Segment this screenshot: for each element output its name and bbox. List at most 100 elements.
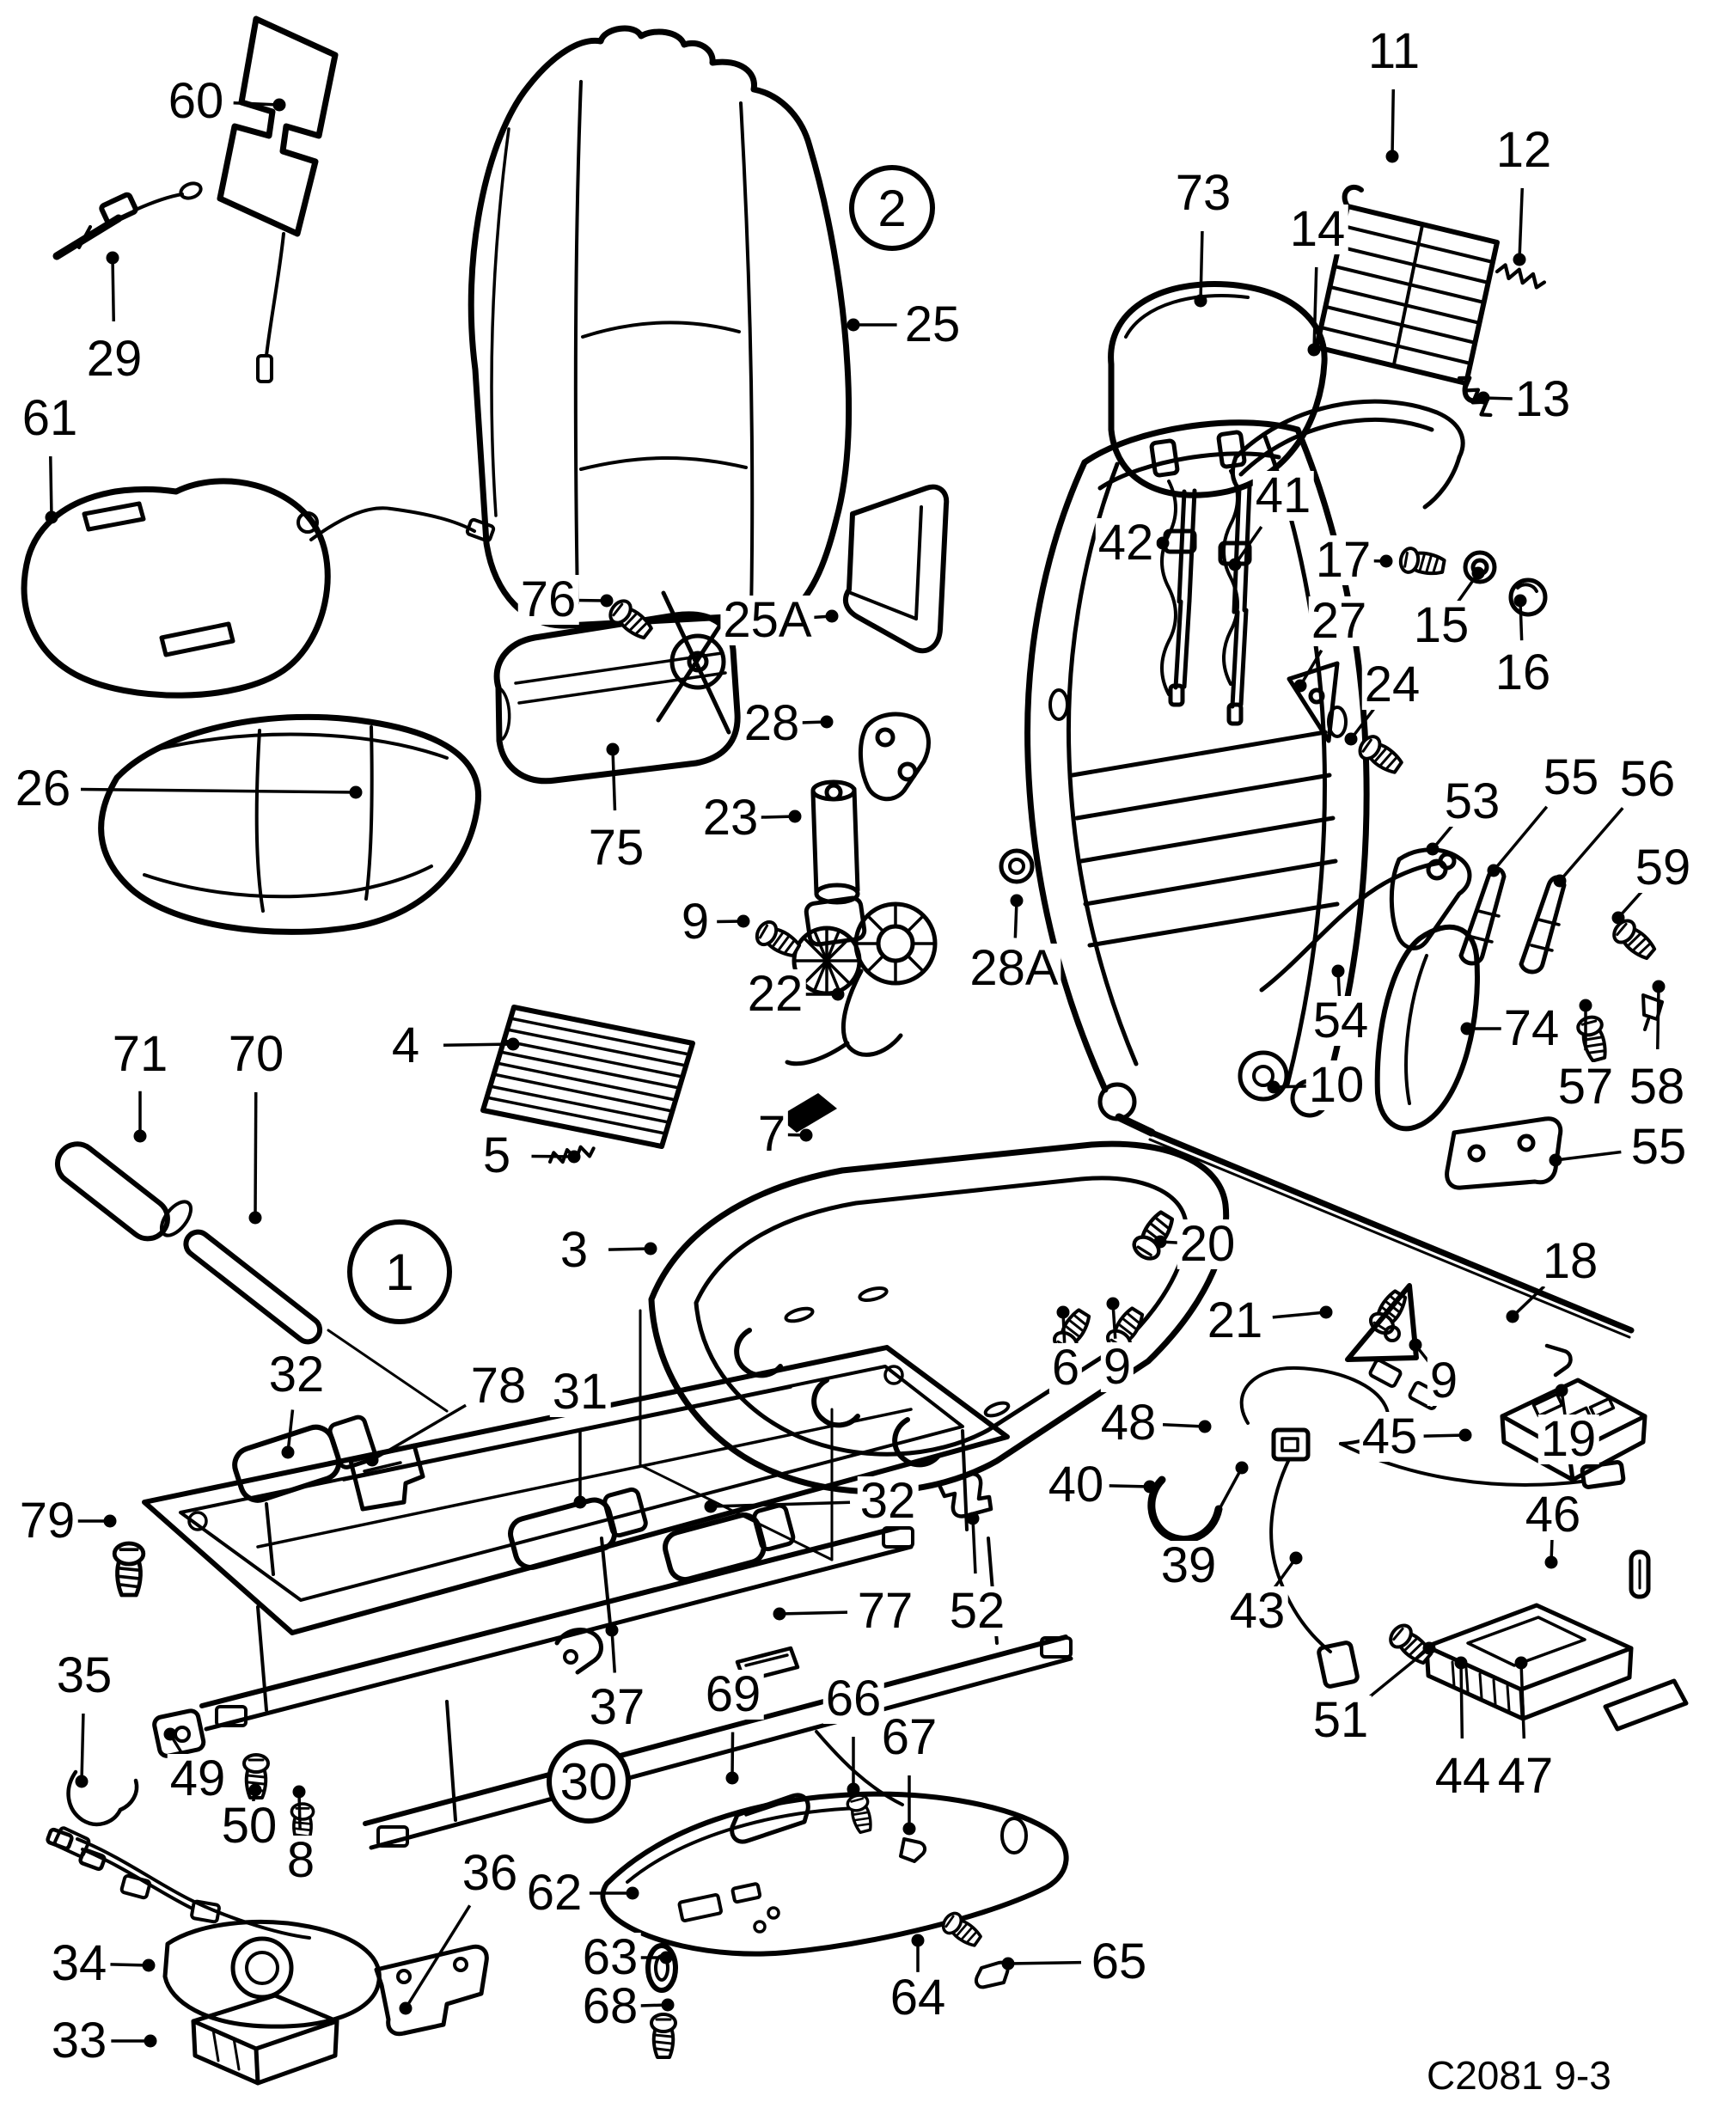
callout-dot-36-62 bbox=[399, 2001, 413, 2015]
part-bracket-55b bbox=[1445, 1116, 1563, 1190]
part-heater-cable bbox=[52, 181, 203, 260]
callout-leader-12-6 bbox=[1518, 187, 1525, 260]
part-armrest bbox=[493, 611, 741, 785]
callout-dot-13-8 bbox=[1476, 391, 1490, 405]
callout-dot-31-67 bbox=[573, 1495, 587, 1509]
part-cap-16 bbox=[1508, 577, 1548, 617]
part-cushion-heater-element bbox=[480, 1005, 695, 1149]
callout-leader-78-66 bbox=[371, 1403, 467, 1462]
callout-leader-55-46 bbox=[1555, 1150, 1622, 1162]
callout-leader-47-56 bbox=[1519, 1662, 1526, 1739]
callout-dot-78-66 bbox=[365, 1453, 379, 1467]
callout-leader-60-0 bbox=[233, 101, 280, 107]
part-seat-harness bbox=[1239, 1359, 1626, 1689]
callout-dot-75-20 bbox=[606, 742, 620, 756]
part-foam-block bbox=[842, 484, 950, 654]
callout-dot-51-54 bbox=[1422, 1641, 1436, 1655]
callout-dot-58-45 bbox=[1652, 980, 1666, 993]
callout-dot-77-69 bbox=[773, 1607, 786, 1621]
callout-dot-29-1 bbox=[106, 251, 119, 265]
callout-dot-73-4 bbox=[1194, 294, 1207, 308]
callout-dot-28A-23 bbox=[1010, 894, 1024, 907]
callout-dot-55-39 bbox=[1487, 864, 1501, 877]
callout-dot-64-78 bbox=[911, 1934, 925, 1947]
callout-dot-53-38 bbox=[1426, 842, 1440, 856]
part-bumper-7 bbox=[778, 1093, 837, 1133]
callout-dot-33-64 bbox=[144, 2034, 157, 2048]
callout-dot-32-65 bbox=[281, 1445, 295, 1459]
part-recliner-cover bbox=[785, 901, 938, 1066]
callout-dot-39-49 bbox=[1235, 1461, 1249, 1475]
callout-dot-47-56 bbox=[1514, 1656, 1528, 1670]
callout-dot-10-31 bbox=[1267, 1080, 1281, 1094]
part-pivot-bracket-27 bbox=[1287, 661, 1340, 743]
part-fastener-19 bbox=[1544, 1343, 1573, 1378]
callout-dot-7-29 bbox=[799, 1128, 813, 1142]
callout-leader-70-26 bbox=[254, 1091, 258, 1219]
part-lumbar-cable bbox=[1259, 852, 1457, 993]
callout-leader-48-47 bbox=[1162, 1423, 1206, 1428]
callout-leader-4-27 bbox=[443, 1042, 514, 1048]
callout-dot-50-60 bbox=[248, 1783, 262, 1797]
callout-dot-49-59 bbox=[163, 1727, 177, 1741]
part-cover-47 bbox=[1603, 1678, 1689, 1732]
callout-dot-70-26 bbox=[248, 1211, 262, 1225]
callout-dot-60-0 bbox=[272, 98, 286, 112]
callout-dot-45-50 bbox=[1458, 1428, 1472, 1442]
callout-leader-44-55 bbox=[1459, 1662, 1464, 1739]
callout-leader-69-75 bbox=[730, 1732, 735, 1779]
part-clip-67 bbox=[899, 1837, 927, 1863]
callout-leader-14-7 bbox=[1312, 266, 1318, 351]
callout-leader-45-50 bbox=[1423, 1433, 1466, 1438]
callout-leader-56-40 bbox=[1558, 807, 1624, 883]
callout-dot-41-10 bbox=[1228, 558, 1242, 571]
callout-dot-66-76 bbox=[847, 1782, 860, 1796]
part-side-panel-62 bbox=[600, 1791, 1069, 1957]
callout-dot-62-72 bbox=[626, 1886, 639, 1900]
callout-leader-65-79 bbox=[1007, 1960, 1082, 1965]
callout-leader-21-34 bbox=[1272, 1311, 1327, 1319]
callout-dot-23-19 bbox=[788, 810, 802, 823]
callout-leader-51-54 bbox=[1368, 1647, 1431, 1698]
callout-dot-12-6 bbox=[1513, 253, 1526, 266]
callout-leader-52-70 bbox=[971, 1518, 977, 1574]
callout-dot-27-14 bbox=[1293, 679, 1307, 693]
callout-leader-55-39 bbox=[1492, 805, 1549, 872]
callout-dot-6-35 bbox=[1056, 1305, 1070, 1319]
callout-dot-19-51 bbox=[1555, 1384, 1568, 1397]
callout-dot-5-28 bbox=[567, 1150, 581, 1164]
callout-dot-79-57 bbox=[103, 1514, 117, 1528]
callout-dot-74-43 bbox=[1460, 1022, 1474, 1036]
part-motor-31 bbox=[508, 1487, 648, 1570]
part-seat-cushion-cover bbox=[98, 713, 482, 935]
callout-leader-61-2 bbox=[49, 455, 53, 518]
callout-dot-20-32 bbox=[1153, 1235, 1167, 1249]
callout-dot-76-16 bbox=[600, 594, 614, 608]
part-tube-70 bbox=[183, 1229, 449, 1413]
part-backrest-heater-pad bbox=[217, 15, 339, 383]
part-harness-34 bbox=[53, 1826, 382, 2029]
callout-leader-18-33 bbox=[1511, 1285, 1546, 1318]
callout-dot-3-30 bbox=[644, 1242, 657, 1256]
part-backrest-frame bbox=[999, 419, 1370, 1121]
part-side-pad-74 bbox=[1374, 924, 1480, 1132]
callout-dot-37-71 bbox=[605, 1623, 619, 1637]
part-headrest bbox=[1108, 281, 1328, 726]
callout-dot-43-53 bbox=[1289, 1551, 1303, 1565]
part-sleeve-46 bbox=[1629, 1549, 1651, 1599]
part-motor-32-left bbox=[232, 1414, 377, 1576]
callout-dot-52-70 bbox=[966, 1512, 980, 1525]
callout-leader-35-58 bbox=[80, 1713, 85, 1782]
callout-dot-54-42 bbox=[1331, 964, 1345, 978]
part-clip-52 bbox=[936, 1471, 993, 1518]
part-bracket-78 bbox=[348, 1443, 425, 1512]
callout-dot-71-25 bbox=[133, 1129, 147, 1143]
callout-dot-25A-17 bbox=[825, 609, 839, 623]
callout-leader-32-68 bbox=[710, 1500, 851, 1508]
callout-leader-3-30 bbox=[608, 1247, 651, 1251]
callout-dot-44-55 bbox=[1454, 1656, 1468, 1670]
callout-leader-26-24 bbox=[80, 787, 357, 794]
